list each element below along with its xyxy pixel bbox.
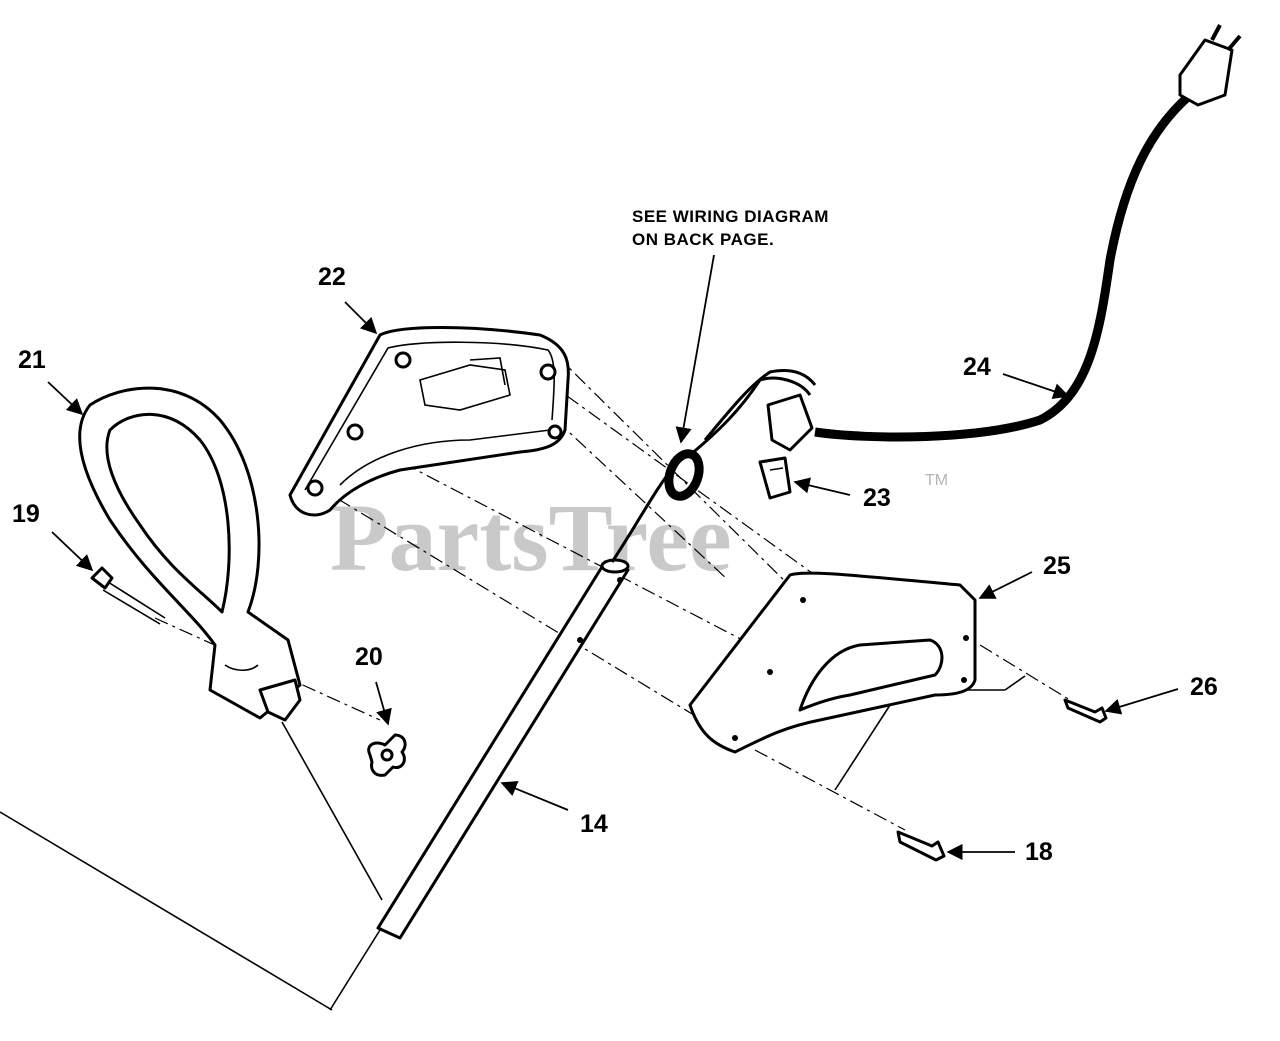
- loop-handle-part: [78, 386, 302, 722]
- callout-22: 22: [318, 263, 346, 291]
- callout-21: 21: [18, 346, 46, 374]
- alignment-lines: [154, 354, 1071, 831]
- cord-assembly: [610, 369, 817, 563]
- callout-23: 23: [863, 484, 891, 512]
- housing-cover-part: [688, 571, 977, 754]
- callout-18: 18: [1025, 838, 1053, 866]
- leader-lines: [47, 254, 1179, 861]
- callout-14: 14: [580, 810, 608, 838]
- callout-24: 24: [963, 353, 991, 381]
- handle-housing-part: [288, 326, 570, 517]
- power-cord-part: [814, 24, 1242, 442]
- callout-25: 25: [1043, 552, 1071, 580]
- screw-18-part: [896, 830, 946, 862]
- tube-part: [376, 558, 630, 940]
- screw-26-part: [1063, 698, 1108, 724]
- wiring-note-line1: SEE WIRING DIAGRAM: [632, 207, 829, 226]
- switch-part: [758, 393, 814, 500]
- callout-19: 19: [12, 500, 40, 528]
- watermark: PartsTree: [330, 484, 732, 591]
- wiring-note-line2: ON BACK PAGE.: [632, 230, 774, 249]
- trademark-mark: TM: [925, 472, 948, 489]
- callout-20: 20: [355, 643, 383, 671]
- wing-nut-part: [367, 733, 407, 777]
- bolt-part: [90, 566, 166, 625]
- assembly-lines: [0, 721, 383, 1011]
- callout-26: 26: [1190, 673, 1218, 701]
